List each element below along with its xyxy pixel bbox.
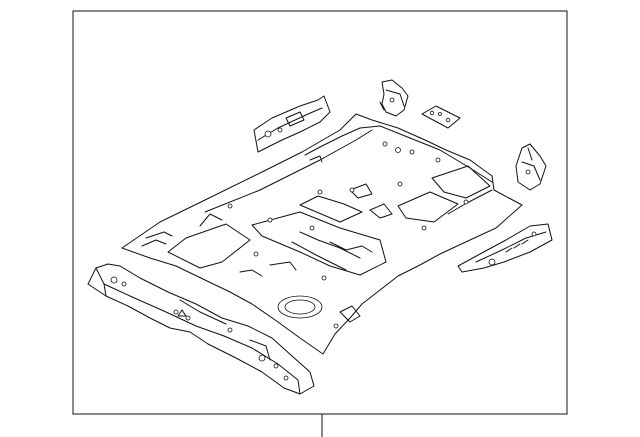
left-side-bracket (253, 95, 331, 153)
rear-crossmember (87, 263, 315, 395)
upper-mount-bracket (379, 79, 409, 117)
right-mount-bracket (515, 143, 547, 191)
diagram-frame (72, 10, 568, 415)
right-side-bracket (457, 223, 553, 273)
rear-floor-pan (121, 113, 523, 355)
reinforcement-plate (421, 105, 461, 129)
